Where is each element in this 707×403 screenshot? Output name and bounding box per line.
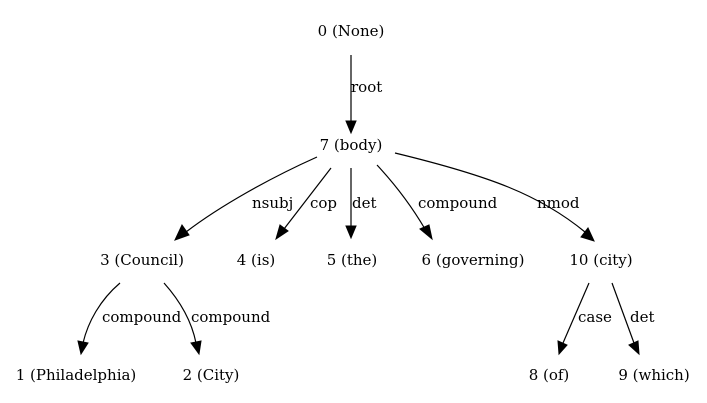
node-4: 4 (is) (237, 251, 276, 269)
edge-label-nmod: nmod (537, 194, 580, 212)
edge-cop: cop (275, 167, 337, 241)
edge-label-compound-7-6: compound (418, 194, 498, 212)
node-0: 0 (None) (318, 22, 385, 40)
edge-det-7-5: det (345, 168, 377, 240)
edge-compound-3-2: compound (163, 282, 271, 356)
edge-label-nsubj: nsubj (252, 194, 293, 212)
edge-root: root (345, 55, 382, 135)
node-1: 1 (Philadelphia) (16, 366, 137, 384)
node-8: 8 (of) (529, 366, 570, 384)
node-2: 2 (City) (183, 366, 240, 384)
node-3: 3 (Council) (100, 251, 184, 269)
edge-nmod: nmod (394, 152, 595, 242)
edge-compound-3-1: compound (77, 282, 182, 356)
edge-label-case: case (578, 308, 612, 326)
node-5: 5 (the) (327, 251, 378, 269)
edge-label-det-10-9: det (630, 308, 655, 326)
edge-label-cop: cop (310, 194, 337, 212)
node-6: 6 (governing) (422, 251, 525, 269)
edge-label-compound-3-2: compound (191, 308, 271, 326)
edge-compound-7-6: compound (376, 164, 498, 241)
edge-case: case (557, 282, 612, 356)
edge-label-det-7-5: det (352, 194, 377, 212)
edge-label-root: root (351, 78, 382, 96)
edge-label-compound-3-1: compound (102, 308, 182, 326)
edge-nsubj: nsubj (174, 156, 318, 241)
node-9: 9 (which) (618, 366, 689, 384)
edge-det-10-9: det (611, 282, 655, 356)
node-10: 10 (city) (569, 251, 632, 269)
node-7: 7 (body) (320, 136, 383, 154)
